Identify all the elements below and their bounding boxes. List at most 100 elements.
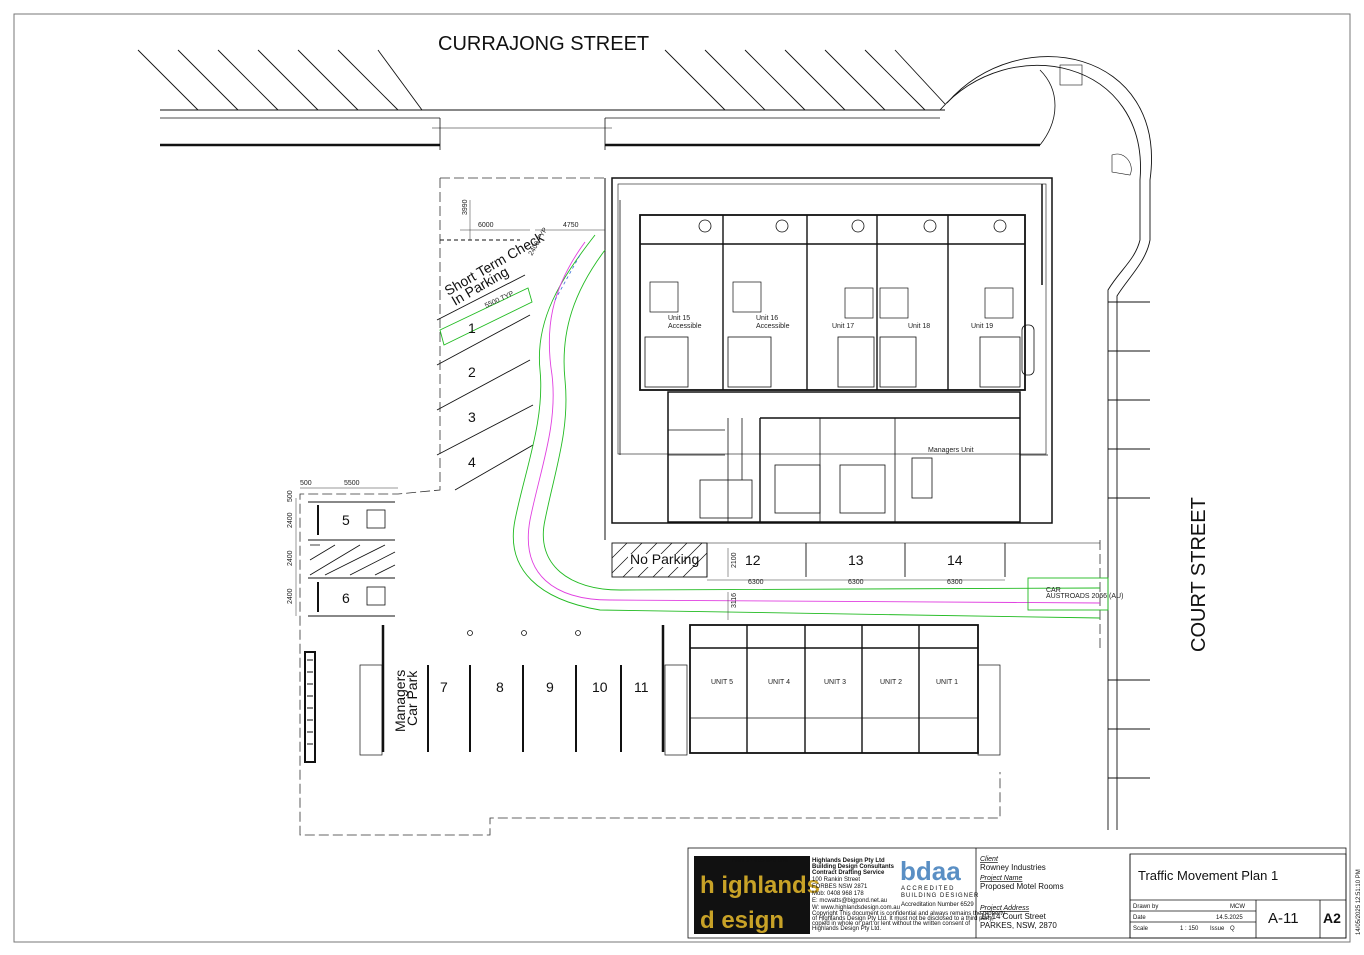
copyright-4: Highlands Design Pty Ltd. [812, 926, 881, 932]
bay-1: 1 [468, 320, 476, 336]
turning-note-1: CAR [1046, 587, 1061, 594]
dim-6300-a: 6300 [748, 579, 764, 586]
lower-unit-1: UNIT 1 [936, 679, 958, 686]
bay-2: 2 [468, 364, 476, 380]
company-mob: Mob: 0408 968 178 [812, 891, 864, 897]
sheet-size: A2 [1323, 910, 1341, 926]
swept-envelope-inner [542, 249, 1101, 591]
project-name-value: Proposed Motel Rooms [980, 882, 1064, 891]
bay-9: 9 [546, 679, 554, 695]
project-name-label: Project Name [980, 875, 1023, 882]
client-label: Client [980, 856, 999, 863]
company-name: Highlands Design Pty Ltd [812, 858, 885, 864]
left-bays [308, 501, 395, 617]
drawn-by-label: Drawn by [1133, 904, 1158, 910]
lower-unit-5: UNIT 5 [711, 679, 733, 686]
bay-8: 8 [496, 679, 504, 695]
copyright-3: copied in whole or part or lent without … [812, 921, 970, 927]
unit-18-label: Unit 18 [908, 323, 930, 330]
dim-3990: 3990 [462, 199, 469, 215]
copyright-2: of Highlands Design Pty Ltd. It must not… [812, 916, 994, 922]
title-block [687, 847, 1347, 939]
date-value: 14.5.2025 [1216, 915, 1243, 921]
unit-16-sub: Accessible [756, 323, 790, 330]
drawing-title: Traffic Movement Plan 1 [1138, 868, 1278, 883]
unit-15-label: Unit 15 [668, 315, 690, 322]
issue-value: Q [1230, 926, 1235, 932]
bay-3: 3 [468, 409, 476, 425]
dim-6000: 6000 [478, 222, 494, 229]
lower-unit-2: UNIT 2 [880, 679, 902, 686]
project-address-1: 10-14 Court Street [980, 912, 1047, 921]
bay-14: 14 [947, 552, 963, 568]
dim-500: 500 [300, 480, 312, 487]
dim-500-v: 500 [287, 490, 294, 502]
short-term-label-1: Short Term Check [442, 228, 548, 298]
currajong-street [137, 49, 1152, 830]
company-email: E: mcwatts@bigpond.net.au [812, 898, 887, 904]
bay-4: 4 [468, 454, 476, 470]
dim-3116: 3116 [731, 593, 738, 608]
issue-label: Issue [1210, 926, 1225, 932]
dim-2400-b: 2400 [287, 550, 294, 566]
dim-6300-c: 6300 [947, 579, 963, 586]
sheet-border [13, 13, 1351, 943]
unit-17-label: Unit 17 [832, 323, 854, 330]
dim-2400-c: 2400 [287, 588, 294, 604]
managers-unit-label: Managers Unit [928, 447, 974, 454]
bdaa-accreditation: Accreditation Number 6529 [901, 902, 974, 908]
lower-car-park [304, 624, 1001, 763]
bdaa-line1: ACCREDITED [901, 886, 955, 892]
project-address-label: Project Address [980, 905, 1030, 912]
dimension-lines [295, 200, 1005, 620]
dim-2100: 2100 [731, 552, 738, 568]
court-street-label: COURT STREET [1188, 497, 1210, 652]
vehicle-centreline [528, 241, 1101, 604]
logo-design: d esign [700, 907, 784, 934]
shared-zone-hatch [309, 544, 396, 576]
check-in-bay [439, 287, 533, 346]
street-angle-parking [137, 49, 946, 111]
company-line2: Contract Drafting Service [812, 870, 885, 876]
unit-15-sub: Accessible [668, 323, 702, 330]
company-address2: FORBES NSW 2871 [812, 884, 868, 890]
bay-5: 5 [342, 512, 350, 528]
logo-highlands: h ighlands [700, 872, 820, 899]
short-term-parking [436, 239, 534, 491]
client-value: Rowney Industries [980, 863, 1046, 872]
dim-6300-b: 6300 [848, 579, 864, 586]
dim-4750: 4750 [563, 222, 579, 229]
project-address-2: PARKES, NSW, 2870 [980, 921, 1057, 930]
managers-car-park-1: Managers [392, 670, 408, 732]
bay-6: 6 [342, 590, 350, 606]
unit-19-label: Unit 19 [971, 323, 993, 330]
currajong-street-label: CURRAJONG STREET [438, 33, 649, 55]
no-parking-label: No Parking [630, 551, 699, 567]
company-line1: Building Design Consultants [812, 864, 895, 870]
scale-value: 1 : 150 [1180, 926, 1199, 932]
turning-path [513, 234, 1109, 619]
scale-label: Scale [1133, 926, 1149, 932]
bdaa-line2: BUILDING DESIGNER [901, 893, 979, 899]
company-address1: 100 Rankin Street [812, 877, 860, 883]
upper-building [604, 177, 1053, 540]
site-boundary [299, 177, 1101, 836]
lower-unit-4: UNIT 4 [768, 679, 790, 686]
bay-7: 7 [440, 679, 448, 695]
bay-11: 11 [634, 679, 649, 695]
swept-envelope-outer [513, 234, 1101, 619]
dim-2400-a: 2400 [287, 512, 294, 528]
bay-13: 13 [848, 552, 864, 568]
bdaa-logo: bdaa [900, 856, 961, 886]
lower-unit-3: UNIT 3 [824, 679, 846, 686]
print-stamp: 14/05/2025 12:51:10 PM [1356, 869, 1362, 935]
copyright-1: Copyright This document is confidential … [812, 911, 1005, 917]
abn-label: ABN 91 065 826 066 [732, 858, 788, 864]
drawing-number: A-11 [1268, 910, 1299, 927]
company-web: W: www.highlandsdesign.com.au [812, 905, 900, 911]
bay-10: 10 [592, 679, 608, 695]
managers-car-park-2: Car Park [404, 670, 420, 726]
bay-12: 12 [745, 552, 761, 568]
front-bays [611, 542, 1100, 578]
